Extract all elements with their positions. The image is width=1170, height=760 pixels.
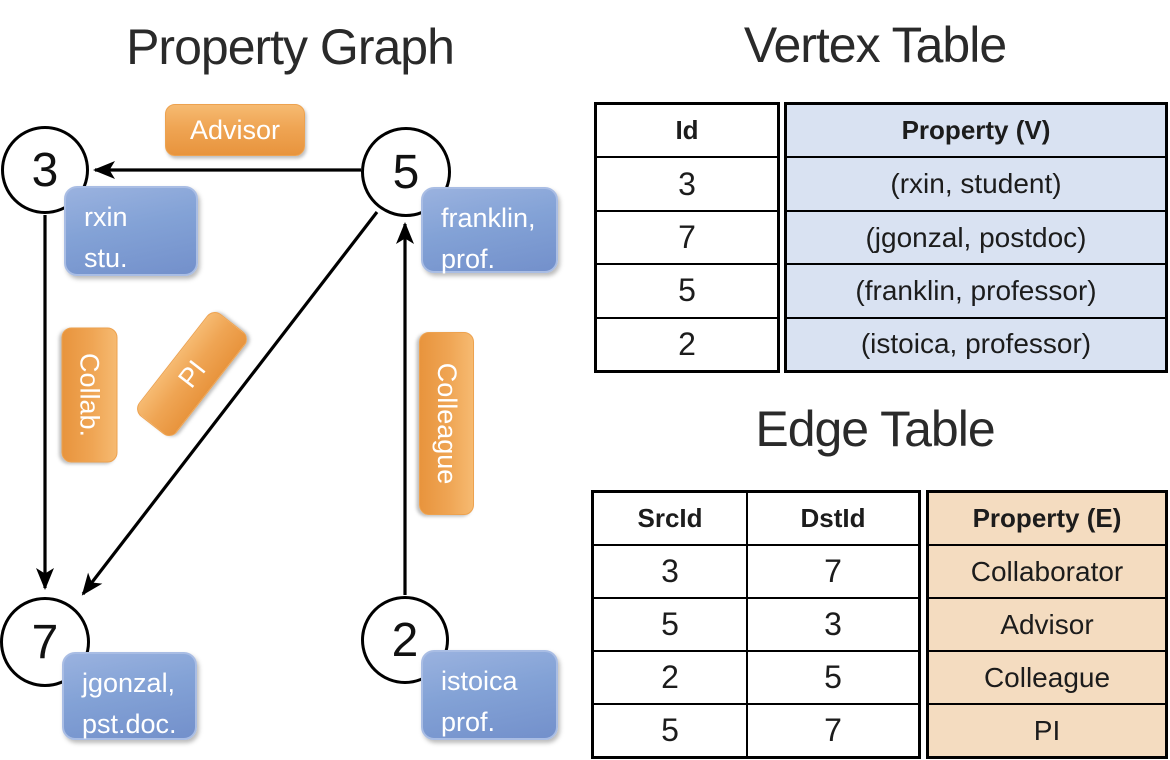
node-7-id: 7: [31, 615, 59, 669]
vertex-id-cell: 7: [678, 219, 696, 256]
edge-label-colleague: Colleague: [419, 332, 474, 515]
table-header-row: Property (V): [787, 105, 1165, 156]
graph-node-2: 2: [361, 596, 449, 684]
vertex-property-line: rxin: [84, 202, 128, 232]
edge-label-collab: Collab.: [61, 327, 118, 463]
vertex-id-cell: 3: [678, 165, 696, 202]
edge-table-title: Edge Table: [755, 401, 995, 457]
vertex-table-property-column: Property (V) (rxin, student) (jgonzal, p…: [784, 102, 1168, 373]
vertex-property-cell: (istoica, professor): [860, 328, 1092, 360]
vertex-id-cell: 2: [678, 325, 696, 362]
edge-table-id-columns: SrcId DstId 3 7 5 3 2 5 5 7: [591, 490, 921, 759]
vertex-property-line: jgonzal,: [82, 668, 176, 698]
edge-srcid-cell: 5: [661, 712, 679, 748]
table-row: Advisor: [929, 597, 1165, 650]
property-graph-title: Property Graph: [126, 19, 455, 75]
table-header-row: Property (E): [929, 493, 1165, 544]
vertex-property-cell: (rxin, student): [890, 168, 1062, 200]
node-2-id: 2: [391, 613, 419, 667]
edge-property-header: Property (E): [972, 503, 1122, 533]
vertex-property-line: pst.doc.: [82, 708, 177, 739]
edge-srcid-cell: 2: [661, 659, 679, 695]
vertex-property-line: prof.: [441, 243, 496, 274]
table-row: 5 3: [594, 597, 918, 650]
node-5-id: 5: [392, 145, 420, 199]
table-row: (franklin, professor): [787, 263, 1165, 316]
vertex-table-title: Vertex Table: [743, 17, 1007, 73]
table-row: (rxin, student): [787, 156, 1165, 209]
table-row: Colleague: [929, 650, 1165, 703]
table-header-row: SrcId DstId: [594, 493, 918, 544]
table-row: (istoica, professor): [787, 316, 1165, 370]
edge-property-cell: Collaborator: [970, 555, 1124, 587]
vertex-property-line: stu.: [84, 242, 128, 273]
table-row: 2 5: [594, 650, 918, 703]
vertex-property-box-franklin: franklin, prof.: [421, 187, 558, 274]
node-3-id: 3: [31, 143, 59, 197]
edge-table-property-column: Property (E) Collaborator Advisor Collea…: [926, 490, 1168, 759]
table-row: PI: [929, 703, 1165, 756]
edge-5-to-7-arrow: [81, 211, 379, 596]
edge-srcid-cell: 5: [661, 606, 679, 642]
edge-dstid-cell: 5: [746, 652, 918, 703]
table-row: 2: [597, 316, 777, 370]
table-row: 3: [597, 156, 777, 209]
table-row: 7: [597, 209, 777, 263]
edge-label-advisor: Advisor: [165, 104, 305, 156]
graph-edges-canvas: [36, 161, 414, 596]
vertex-property-header: Property (V): [901, 115, 1051, 146]
table-row: 3 7: [594, 544, 918, 597]
edge-dstid-cell: 3: [746, 599, 918, 650]
edge-srcid-header: SrcId: [637, 503, 703, 533]
table-row: 5 7: [594, 703, 918, 756]
table-row: (jgonzal, postdoc): [787, 209, 1165, 263]
vertex-property-box-istoica: istoica prof.: [421, 650, 558, 740]
vertex-id-cell: 5: [678, 272, 696, 309]
edge-dstid-cell: 7: [746, 705, 918, 756]
vertex-property-cell: (jgonzal, postdoc): [865, 221, 1087, 253]
vertex-property-box-rxin: rxin stu.: [64, 186, 198, 276]
vertex-property-line: istoica: [441, 666, 518, 696]
edge-dstid-header: DstId: [746, 493, 918, 544]
table-row: 5: [597, 263, 777, 316]
table-header-row: Id: [597, 105, 777, 156]
edge-srcid-cell: 3: [661, 553, 679, 589]
table-row: Collaborator: [929, 544, 1165, 597]
edge-dstid-cell: 7: [746, 546, 918, 597]
edge-property-cell: Advisor: [1000, 608, 1094, 640]
vertex-property-box-jgonzal: jgonzal, pst.doc.: [62, 652, 197, 740]
edge-property-cell: Colleague: [983, 661, 1111, 693]
edge-property-cell: PI: [1033, 714, 1061, 746]
vertex-property-cell: (franklin, professor): [855, 274, 1097, 306]
vertex-property-line: franklin,: [441, 203, 536, 233]
vertex-id-header: Id: [675, 115, 699, 146]
vertex-table-id-column: Id 3 7 5 2: [594, 102, 780, 373]
vertex-property-line: prof.: [441, 706, 496, 737]
graph-node-5: 5: [361, 127, 451, 217]
